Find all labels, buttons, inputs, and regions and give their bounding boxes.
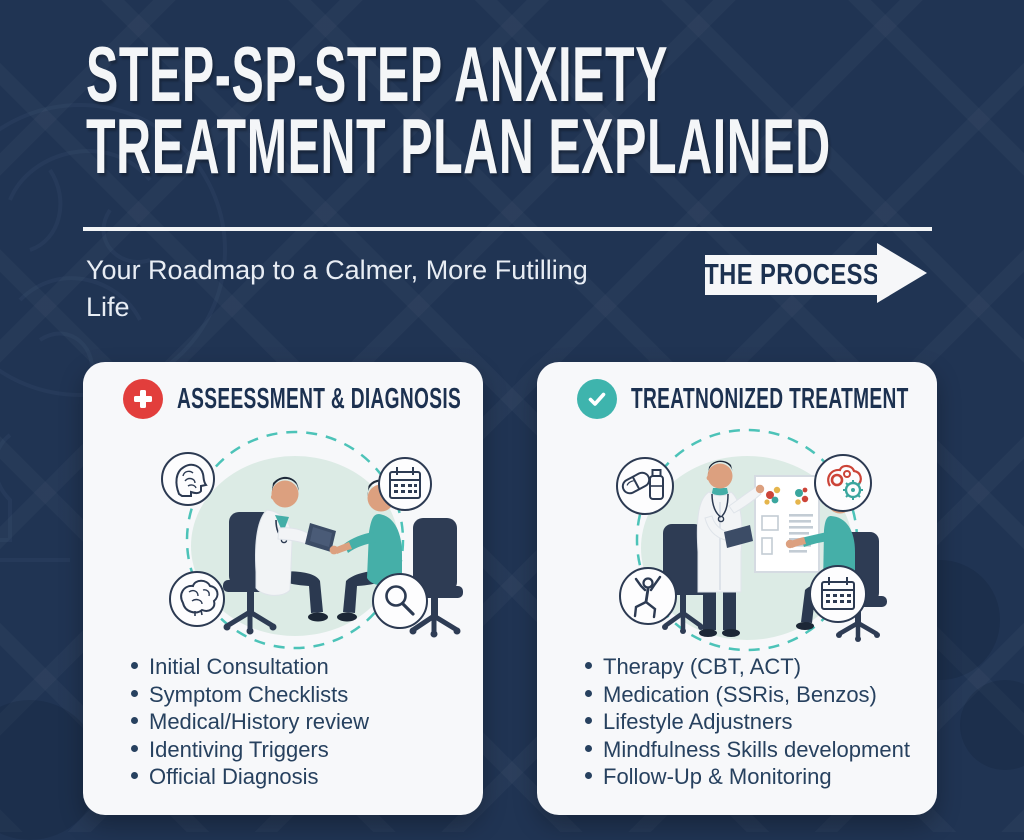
list-item: Medication (SSRis, Benzos): [585, 682, 910, 710]
page-title-line2: TREATMENT PLAN EXPLAINED: [86, 102, 831, 190]
brain-gears-icon: [814, 454, 872, 512]
list-item-label: Identiving Triggers: [149, 736, 329, 762]
list-item-label: Medical/History review: [149, 709, 370, 734]
list-item-label: Initial Consultation: [149, 654, 329, 679]
process-badge: THE PROCESS: [704, 255, 879, 295]
doctor-figure: [696, 460, 765, 637]
list-item: Medical/History review: [131, 709, 369, 737]
process-badge-label: THE PROCESS: [704, 258, 879, 291]
card-personalized-treatment: TREATNONIZED TREATMENT: [537, 362, 937, 815]
card-header: TREATNONIZED TREATMENT: [577, 379, 937, 419]
list-item-label: Follow-Up & Monitoring: [603, 764, 832, 789]
bullet-dot: [585, 772, 592, 779]
bullet-dot: [585, 717, 592, 724]
list-item: Mindfulness Skills development: [585, 737, 910, 765]
brain-chart-poster: [754, 475, 820, 573]
pills-icon: [616, 457, 674, 515]
bullet-dot: [131, 662, 138, 669]
list-item-label: Medication (SSRis, Benzos): [603, 681, 877, 707]
list-item: Identiving Triggers: [131, 737, 369, 765]
list-item-label: Symptom Checklists: [149, 681, 349, 707]
divider-line: [83, 227, 932, 231]
head-brain-icon: [161, 452, 215, 506]
bullet-list: Therapy (CBT, ACT) Medication (SSRis, Be…: [585, 654, 910, 792]
page-title-line1: STEP-SP-STEP ANXIETY: [86, 30, 669, 118]
card-assessment-diagnosis: ASSEESSMENT & DIAGNOSIS: [83, 362, 483, 815]
calendar-icon: [809, 565, 867, 623]
consultation-illustration: [161, 430, 463, 650]
bullet-dot: [131, 717, 138, 724]
list-item-label: Therapy (CBT, ACT): [603, 654, 802, 679]
brain-icon: [169, 571, 225, 627]
list-item: Official Diagnosis: [131, 764, 369, 792]
bullet-dot: [131, 772, 138, 779]
bullet-dot: [585, 689, 592, 697]
bullet-dot: [585, 662, 592, 669]
medical-cross-icon: [123, 379, 163, 419]
card-header: ASSEESSMENT & DIAGNOSIS: [123, 379, 483, 419]
arrow-right-icon: [877, 243, 927, 303]
list-item: Symptom Checklists: [131, 682, 369, 710]
bullet-dot: [131, 744, 138, 752]
calendar-icon: [378, 457, 432, 511]
list-item: Therapy (CBT, ACT): [585, 654, 910, 682]
doctor-figure: [255, 476, 336, 622]
background-blob: [960, 680, 1024, 770]
exercise-icon: [619, 567, 677, 625]
treatment-illustration: [616, 428, 887, 652]
page-subtitle: Your Roadmap to a Calmer, More Futilling…: [86, 255, 588, 322]
check-icon: [577, 379, 617, 419]
list-item-label: Mindfulness Skills development: [603, 736, 910, 762]
bullet-dot: [131, 689, 138, 697]
list-item-label: Official Diagnosis: [149, 764, 319, 789]
card-title: TREATNONIZED TREATMENT: [631, 382, 909, 415]
page-title: STEP-SP-STEP ANXIETY TREATMENT PLAN EXPL…: [86, 30, 831, 190]
bullet-dot: [585, 744, 592, 752]
magnifier-icon: [372, 573, 428, 629]
list-item: Initial Consultation: [131, 654, 369, 682]
list-item-label: Lifestyle Adjustners: [603, 709, 793, 734]
card-title: ASSEESSMENT & DIAGNOSIS: [177, 382, 462, 415]
list-item: Follow-Up & Monitoring: [585, 764, 910, 792]
list-item: Lifestyle Adjustners: [585, 709, 910, 737]
bullet-list: Initial Consultation Symptom Checklists …: [131, 654, 369, 792]
